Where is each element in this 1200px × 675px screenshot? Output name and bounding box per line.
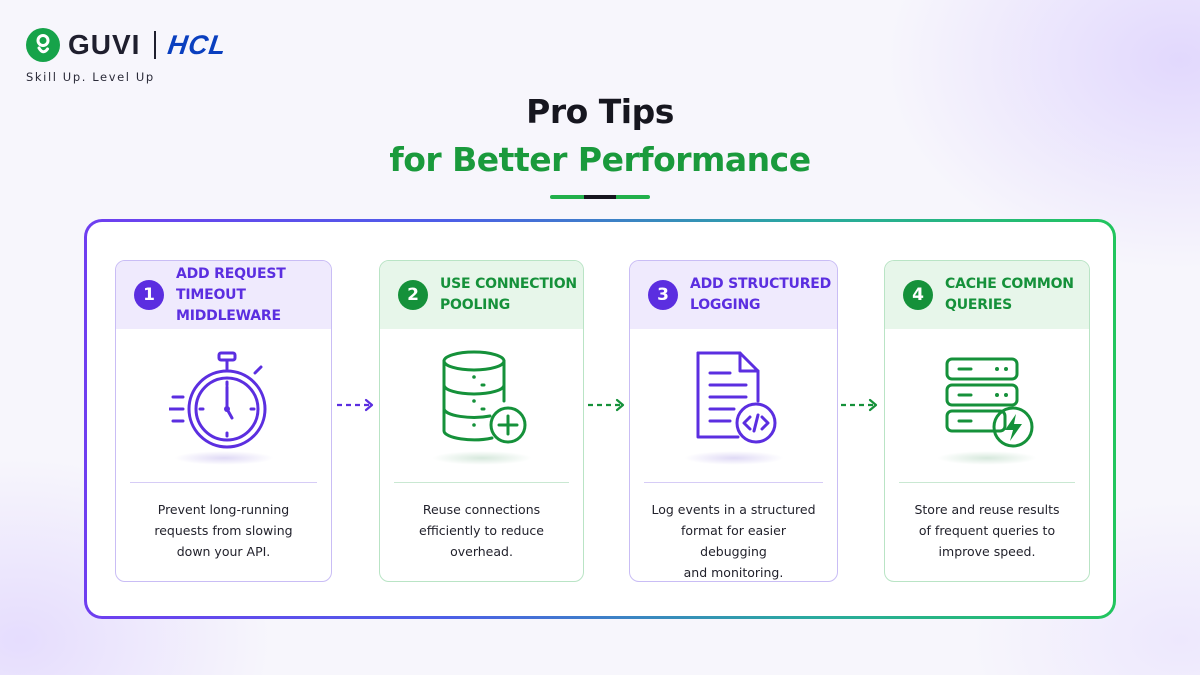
- tip-description-line: of frequent queries to: [918, 523, 1056, 538]
- tip-title-line: USE CONNECTION: [440, 276, 577, 292]
- tip-title: ADD REQUEST TIMEOUT MIDDLEWARE: [176, 264, 331, 327]
- tip-description-line: overhead.: [450, 544, 513, 559]
- tip-title-line: QUERIES: [945, 297, 1013, 313]
- guvi-wordmark: GUVI: [68, 29, 141, 60]
- icon-shadow: [937, 451, 1037, 465]
- tip-number-badge: 3: [648, 280, 678, 310]
- tip-title-line: TIMEOUT MIDDLEWARE: [176, 286, 281, 324]
- tip-title-line: LOGGING: [690, 297, 761, 313]
- tip-description: Prevent long-running requests from slowi…: [116, 483, 331, 562]
- tip-card-1: 1 ADD REQUEST TIMEOUT MIDDLEWARE: [115, 260, 332, 582]
- tip-description-line: improve speed.: [938, 544, 1036, 559]
- tip-illustration: [630, 329, 837, 482]
- database-add-icon: [442, 350, 526, 444]
- tip-card-header: 3 ADD STRUCTURED LOGGING: [630, 261, 837, 329]
- tip-title-line: CACHE COMMON: [945, 276, 1074, 292]
- tip-description-line: Log events in a structured: [651, 502, 816, 517]
- code-document-icon: [696, 351, 776, 444]
- tip-title-line: ADD STRUCTURED: [690, 276, 832, 292]
- tip-description-line: Prevent long-running: [157, 502, 290, 517]
- tip-card-header: 2 USE CONNECTION POOLING: [380, 261, 583, 329]
- tip-divider: [130, 482, 317, 483]
- hcl-wordmark: HCL: [166, 29, 230, 60]
- tips-frame: 1 ADD REQUEST TIMEOUT MIDDLEWARE: [84, 219, 1116, 619]
- tip-divider: [899, 482, 1075, 483]
- tip-card-2: 2 USE CONNECTION POOLING: [379, 260, 584, 582]
- tip-card-header: 1 ADD REQUEST TIMEOUT MIDDLEWARE: [116, 261, 331, 329]
- tip-description: Reuse connections efficiently to reduce …: [380, 483, 583, 562]
- tip-title: ADD STRUCTURED LOGGING: [690, 274, 831, 316]
- tip-divider: [644, 482, 823, 483]
- tip-description-line: and monitoring.: [683, 565, 784, 580]
- arrow-right-icon: [337, 398, 374, 412]
- title-underline: [550, 195, 650, 199]
- tip-title: USE CONNECTION POOLING: [440, 274, 577, 316]
- tip-title: CACHE COMMON QUERIES: [945, 274, 1074, 316]
- tip-title-line: ADD REQUEST: [176, 265, 286, 282]
- tip-description-line: format for easier debugging: [680, 523, 786, 559]
- tip-divider: [394, 482, 569, 483]
- icon-shadow: [431, 451, 532, 465]
- arrow-right-icon: [841, 398, 878, 412]
- tip-number-badge: 2: [398, 280, 428, 310]
- page-title: Pro Tips: [526, 92, 674, 131]
- server-bolt-icon: [945, 357, 1034, 448]
- tip-card-3: 3 ADD STRUCTURED LOGGING: [629, 260, 838, 582]
- tip-description-line: Store and reuse results: [914, 502, 1060, 517]
- tip-illustration: [380, 329, 583, 482]
- tip-illustration: [116, 329, 331, 482]
- page-subtitle: for Better Performance: [389, 140, 811, 179]
- tip-card-4: 4 CACHE COMMON QUERIES: [884, 260, 1090, 582]
- stopwatch-icon: [168, 351, 266, 449]
- icon-shadow: [683, 451, 784, 465]
- tip-title-line: POOLING: [440, 297, 511, 313]
- arrow-right-icon: [588, 398, 625, 412]
- tip-description-line: efficiently to reduce: [419, 523, 544, 538]
- guvi-logo-icon: [26, 28, 60, 62]
- tip-description: Log events in a structured format for ea…: [630, 483, 837, 581]
- tip-description: Store and reuse results of frequent quer…: [885, 483, 1089, 562]
- tip-card-header: 4 CACHE COMMON QUERIES: [885, 261, 1089, 329]
- tip-description-line: down your API.: [176, 544, 271, 559]
- tip-number-badge: 4: [903, 280, 933, 310]
- brand-logo: GUVI HCL Skill Up. Level Up: [26, 26, 230, 84]
- tip-number-badge: 1: [134, 280, 164, 310]
- tip-description-line: requests from slowing: [154, 523, 293, 538]
- tips-panel: 1 ADD REQUEST TIMEOUT MIDDLEWARE: [87, 222, 1113, 616]
- icon-shadow: [173, 451, 274, 465]
- tip-description-line: Reuse connections: [422, 502, 541, 517]
- logo-divider: [154, 31, 157, 59]
- brand-tagline: Skill Up. Level Up: [26, 70, 155, 84]
- tip-illustration: [885, 329, 1089, 482]
